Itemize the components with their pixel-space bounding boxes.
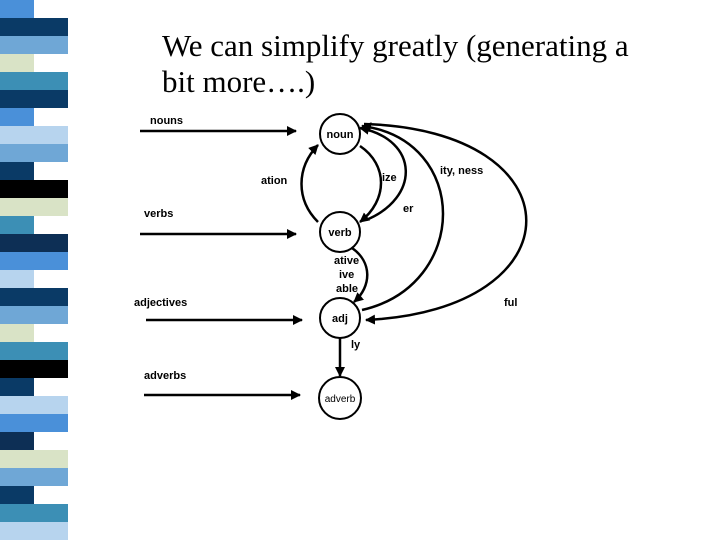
stripe-block xyxy=(0,72,68,90)
stripe-block xyxy=(0,234,68,252)
node-adj-label: adj xyxy=(332,313,348,325)
label-nouns: nouns xyxy=(150,115,183,127)
edge-label-er: er xyxy=(403,203,414,215)
edge-label-ity-ness: ity, ness xyxy=(440,165,483,177)
stripe-block xyxy=(0,198,68,216)
stripe-block xyxy=(0,324,34,342)
stripe-block xyxy=(0,378,34,396)
stripe-block xyxy=(0,18,68,36)
stripe-block xyxy=(0,486,34,504)
stripe-block xyxy=(0,216,34,234)
edge-label-ative: ative xyxy=(334,255,359,267)
decorative-stripe xyxy=(0,0,68,540)
edge-label-ize: ize xyxy=(382,172,397,184)
edge-label-ful: ful xyxy=(504,297,517,309)
edge-verb-to-noun xyxy=(300,144,319,223)
stripe-block xyxy=(0,306,68,324)
stripe-block xyxy=(0,270,34,288)
stripe-block xyxy=(0,180,68,198)
edge-adj-to-noun xyxy=(361,122,445,312)
edge-verb-to-adj xyxy=(351,246,369,303)
stripe-block xyxy=(0,342,68,360)
stripe-block xyxy=(0,252,68,270)
stripe-block xyxy=(0,450,68,468)
stripe-block xyxy=(0,288,68,306)
stripe-block xyxy=(0,144,68,162)
edge-noun-to-adj xyxy=(363,122,528,325)
stripe-block xyxy=(0,504,68,522)
edge-label-ation: ation xyxy=(261,175,288,187)
node-verb-label: verb xyxy=(328,227,352,239)
stripe-block xyxy=(0,414,68,432)
stripe-block xyxy=(0,126,68,144)
title-line-2: bit more….) xyxy=(162,64,316,99)
node-adverb: adverb xyxy=(318,376,362,420)
node-adverb-label: adverb xyxy=(325,394,356,405)
stripe-block xyxy=(0,162,34,180)
stripe-block xyxy=(0,108,34,126)
edge-label-ly: ly xyxy=(351,339,361,351)
label-adjectives: adjectives xyxy=(134,297,187,309)
edge-label-ive: ive xyxy=(339,269,354,281)
edge-verb-to-noun-er xyxy=(359,124,407,222)
node-noun: noun xyxy=(319,113,361,155)
stripe-block xyxy=(0,522,68,540)
edge-label-able: able xyxy=(336,283,358,295)
label-adverbs: adverbs xyxy=(144,370,186,382)
stripe-block xyxy=(0,468,68,486)
stripe-block xyxy=(0,36,68,54)
node-noun-label: noun xyxy=(327,129,354,141)
stripe-block xyxy=(0,90,68,108)
edge-noun-to-verb xyxy=(359,144,383,223)
title-line-1: We can simplify greatly (generating a xyxy=(162,28,629,63)
stripe-block xyxy=(0,432,34,450)
node-adj: adj xyxy=(319,297,361,339)
stripe-block xyxy=(0,54,34,72)
stripe-block xyxy=(0,396,68,414)
stripe-block xyxy=(0,0,34,18)
node-verb: verb xyxy=(319,211,361,253)
stripe-block xyxy=(0,360,68,378)
label-verbs: verbs xyxy=(144,208,173,220)
slide-title: We can simplify greatly (generating a bi… xyxy=(162,28,702,100)
